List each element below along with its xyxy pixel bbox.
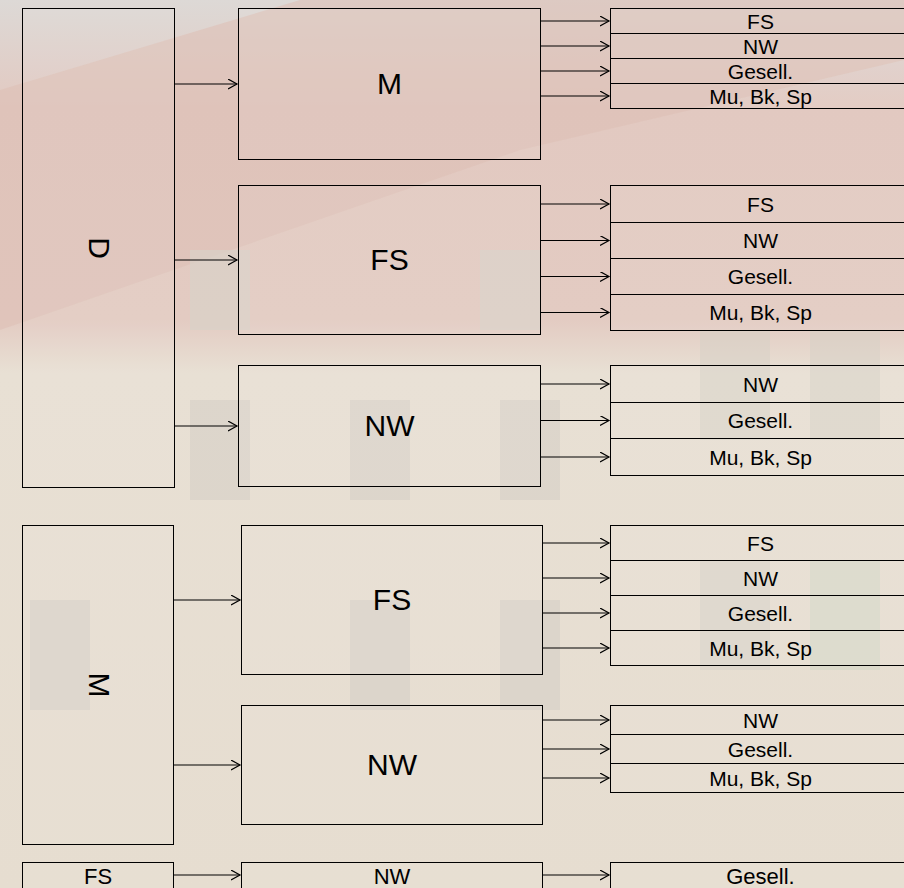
subject-box: NW (238, 365, 541, 487)
subject-label: M (83, 673, 113, 698)
subject-label: Mu, Bk, Sp (709, 302, 812, 323)
subject-box: NW (241, 862, 543, 888)
subject-cell: Gesell. (610, 258, 904, 295)
subject-label: Gesell. (728, 61, 793, 82)
subject-label: FS (747, 194, 774, 215)
subject-label: NW (365, 411, 415, 441)
subject-label: Mu, Bk, Sp (709, 447, 812, 468)
arrow-connector (543, 719, 609, 720)
arrow-connector (541, 45, 609, 46)
subject-label: NW (743, 36, 778, 57)
subject-cell: Mu, Bk, Sp (610, 630, 904, 666)
subject-cell: NW (610, 705, 904, 735)
arrow-connector (541, 312, 609, 313)
subject-label: NW (367, 750, 417, 780)
subject-cell: Gesell. (610, 402, 904, 439)
subject-label: FS (84, 866, 112, 888)
subject-label: Mu, Bk, Sp (709, 638, 812, 659)
subject-label: Gesell. (726, 866, 794, 888)
subject-label: Gesell. (728, 739, 793, 760)
arrow-connector (174, 599, 240, 600)
subject-cell: NW (610, 222, 904, 259)
arrow-connector (543, 542, 609, 543)
subject-label: Gesell. (728, 410, 793, 431)
arrow-connector (541, 20, 609, 21)
subject-cell: Gesell. (610, 734, 904, 764)
subject-label: NW (743, 568, 778, 589)
subject-cell: Gesell. (610, 595, 904, 631)
subject-box: M (238, 8, 541, 160)
subject-label: M (377, 69, 402, 99)
subject-label: NW (374, 866, 411, 888)
subject-cell: Mu, Bk, Sp (610, 763, 904, 793)
arrow-connector (543, 612, 609, 613)
subject-cell: Mu, Bk, Sp (610, 438, 904, 476)
subject-label: NW (743, 374, 778, 395)
subject-label: D (83, 237, 113, 259)
arrow-connector (541, 203, 609, 204)
subject-cell: FS (610, 525, 904, 561)
subject-cell: Mu, Bk, Sp (610, 83, 904, 109)
subject-label: FS (747, 533, 774, 554)
arrow-connector (543, 647, 609, 648)
subject-box: FS (238, 185, 541, 335)
subject-cell: Gesell. (610, 58, 904, 84)
main-subject-box: M (22, 525, 174, 845)
subject-cell: Gesell. (610, 862, 904, 888)
subject-label: FS (373, 585, 411, 615)
subject-label: Mu, Bk, Sp (709, 768, 812, 789)
subject-cell: FS (610, 8, 904, 34)
subject-label: Mu, Bk, Sp (709, 86, 812, 107)
subject-box: NW (241, 705, 543, 825)
arrow-connector (541, 420, 609, 421)
arrow-connector (543, 874, 609, 875)
arrow-connector (543, 777, 609, 778)
subject-label: NW (743, 710, 778, 731)
subject-label: FS (370, 245, 408, 275)
subject-cell: NW (610, 33, 904, 59)
arrow-connector (541, 456, 609, 457)
subject-label: Gesell. (728, 266, 793, 287)
arrow-connector (541, 70, 609, 71)
subject-box: FS (241, 525, 543, 675)
arrow-connector (541, 276, 609, 277)
arrow-connector (174, 764, 240, 765)
arrow-connector (175, 83, 237, 84)
main-subject-box: D (22, 8, 175, 488)
subject-label: FS (747, 11, 774, 32)
arrow-connector (174, 874, 240, 875)
arrow-connector (543, 577, 609, 578)
arrow-connector (543, 748, 609, 749)
subject-cell: NW (610, 365, 904, 403)
main-subject-box: FS (22, 862, 174, 888)
arrow-connector (541, 95, 609, 96)
subject-cell: NW (610, 560, 904, 596)
arrow-connector (541, 383, 609, 384)
arrow-connector (541, 240, 609, 241)
subject-label: NW (743, 230, 778, 251)
subject-cell: Mu, Bk, Sp (610, 294, 904, 331)
arrow-connector (175, 259, 237, 260)
subject-label: Gesell. (728, 603, 793, 624)
arrow-connector (175, 425, 237, 426)
subject-cell: FS (610, 185, 904, 223)
